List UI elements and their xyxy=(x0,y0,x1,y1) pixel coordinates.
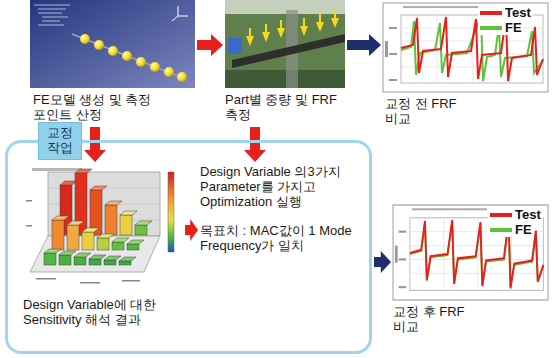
legend-text: FE xyxy=(515,222,532,237)
node-text: Design Variable에 대한 Sensitivity 해석 결과 xyxy=(23,298,183,328)
node-text: Part별 중량 및 FRF측정 xyxy=(225,93,345,123)
frf-chart-before xyxy=(383,3,548,92)
legend-swatch xyxy=(480,26,502,30)
sensitivity-bar-chart xyxy=(23,165,183,293)
node-text: 교정 작업 xyxy=(38,122,82,160)
legend-entry: Test xyxy=(478,5,533,20)
block-arrow xyxy=(347,34,381,56)
calibration-region: 교정 작업Design Variable에 대한 Sensitivity 해석 … xyxy=(5,140,372,354)
legend-entry: FE xyxy=(478,20,524,35)
legend-text: FE xyxy=(505,20,522,35)
legend-text: Test xyxy=(505,5,531,20)
node-text: 교정 후 FRF 비교 xyxy=(393,305,465,335)
block-arrow xyxy=(84,127,106,162)
text-block: Design Variable 의3가지 Parameter를 가지고 Opti… xyxy=(200,165,362,256)
block-arrow xyxy=(244,127,266,162)
legend-entry: Test xyxy=(488,207,543,222)
lab-photo xyxy=(225,0,345,88)
figure-with-caption: FE모델 생성 및 측정 포인트 산정 xyxy=(30,0,195,125)
block-arrow xyxy=(185,219,198,241)
frf-chart-after xyxy=(393,205,548,300)
legend-entry: FE xyxy=(488,222,534,237)
node-text: 교정 전 FRF 비교 xyxy=(385,97,457,127)
block-arrow xyxy=(374,251,391,273)
node-text: FE모델 생성 및 측정 포인트 산정 xyxy=(33,93,158,123)
legend-swatch xyxy=(490,213,512,217)
legend-swatch xyxy=(490,228,512,232)
node-text: 목표치 : MAC값이 1 Mode Frequency가 일치 xyxy=(200,224,362,254)
figure-with-caption: Design Variable에 대한 Sensitivity 해석 결과 xyxy=(23,165,183,330)
figure-with-caption: Part별 중량 및 FRF측정 xyxy=(225,0,345,125)
fe-model-screenshot xyxy=(30,0,195,88)
node-text: Design Variable 의3가지 Parameter를 가지고 Opti… xyxy=(200,165,362,210)
block-arrow xyxy=(197,34,223,56)
legend-swatch xyxy=(480,11,502,15)
legend-text: Test xyxy=(515,207,541,222)
